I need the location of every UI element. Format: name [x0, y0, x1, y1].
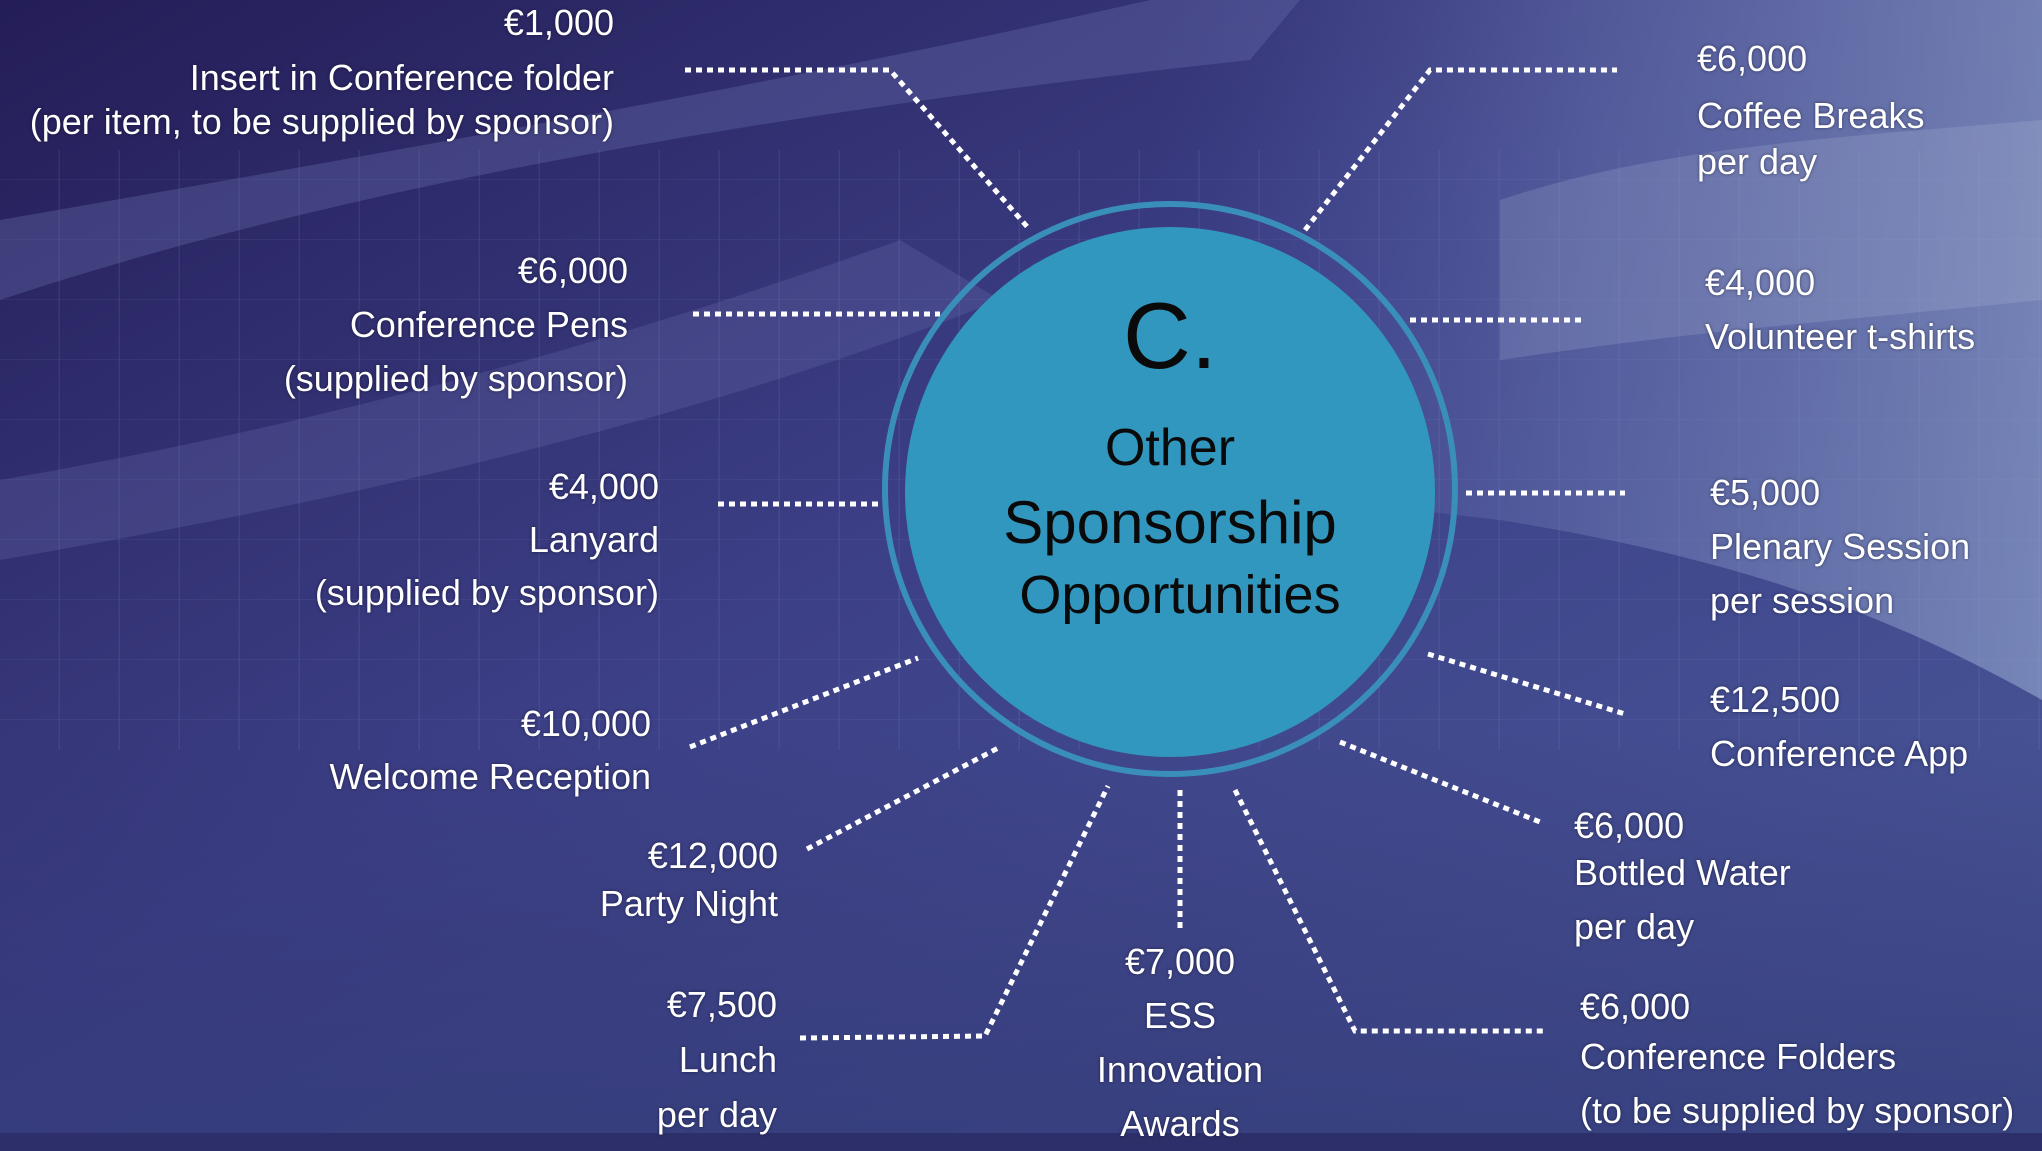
item-price: €5,000 [1710, 472, 1821, 513]
item-label: Bottled Water [1574, 852, 1791, 893]
hub-letter: C. [1123, 283, 1217, 388]
item-welcome-reception: €10,000 Welcome Reception [330, 697, 652, 803]
item-conference-pens: €6,000 Conference Pens (supplied by spon… [284, 244, 628, 406]
item-label: Conference Pens [349, 304, 628, 345]
item-label: (supplied by sponsor) [283, 358, 628, 399]
item-label: Insert in Conference folder [189, 57, 614, 99]
item-price: €7,000 [1124, 941, 1236, 982]
connector-app [1427, 651, 1626, 717]
item-lunch: €7,500 Lunch per day [657, 977, 777, 1142]
item-party-night: €12,000 Party Night [600, 832, 778, 928]
item-bottled-water: €6,000 Bottled Water per day [1574, 806, 1791, 954]
item-label: Coffee Breaks [1697, 95, 1925, 137]
item-plenary-session: €5,000 Plenary Session per session [1710, 466, 1970, 628]
item-price: €1,000 [503, 2, 614, 43]
item-price: €12,000 [647, 835, 778, 876]
connector-welcome [689, 655, 919, 750]
item-label: Lanyard [528, 519, 659, 560]
connector-party [805, 744, 1002, 852]
item-label: Welcome Reception [329, 756, 652, 797]
item-price: €12,500 [1710, 679, 1841, 720]
item-label: ESS [1143, 995, 1217, 1036]
item-conference-app: €12,500 Conference App [1710, 673, 1968, 781]
item-label: Innovation [1096, 1049, 1264, 1090]
item-price: €6,000 [1574, 805, 1685, 846]
item-coffee-breaks: €6,000 Coffee Breaks per day [1697, 38, 1924, 182]
item-label: Lunch [678, 1039, 777, 1080]
item-price: €6,000 [517, 250, 628, 291]
hub-line-2: Sponsorship [1003, 489, 1337, 556]
connector-insert-folder [685, 67, 1032, 232]
item-conference-folders: €6,000 Conference Folders (to be supplie… [1580, 984, 2014, 1138]
item-label: (supplied by sponsor) [314, 572, 659, 613]
item-label: per session [1710, 580, 1895, 621]
connector-folders [1232, 788, 1543, 1034]
item-label: (per item, to be supplied by sponsor) [29, 100, 614, 142]
item-label: per day [656, 1094, 777, 1135]
hub-line-3: Opportunities [1019, 565, 1341, 625]
item-label: Party Night [599, 883, 778, 924]
item-price: €4,000 [1705, 262, 1816, 303]
hub-line-1: Other [1104, 419, 1236, 477]
item-volunteer-tshirts: €4,000 Volunteer t-shirts [1705, 256, 1975, 364]
item-innovation-awards: €7,000 ESS Innovation Awards [1030, 935, 1330, 1151]
item-label: Conference App [1710, 733, 1969, 774]
item-label: Awards [1120, 1103, 1240, 1144]
item-price: €10,000 [520, 703, 651, 744]
item-price: €4,000 [548, 466, 659, 507]
item-lanyard: €4,000 Lanyard (supplied by sponsor) [315, 460, 659, 619]
connector-water [1339, 739, 1541, 825]
item-label: per day [1574, 906, 1695, 947]
item-label: (to be supplied by sponsor) [1580, 1090, 2015, 1131]
item-label: Conference Folders [1580, 1036, 1897, 1077]
item-price: €7,500 [666, 984, 777, 1025]
item-price: €6,000 [1697, 38, 1808, 79]
item-insert-folder: €1,000 Insert in Conference folder (per … [30, 2, 614, 142]
item-label: Plenary Session [1710, 526, 1971, 567]
item-label: Volunteer t-shirts [1705, 316, 1976, 357]
connector-coffee [1303, 67, 1617, 232]
item-label: per day [1697, 140, 1818, 182]
item-price: €6,000 [1580, 986, 1691, 1027]
